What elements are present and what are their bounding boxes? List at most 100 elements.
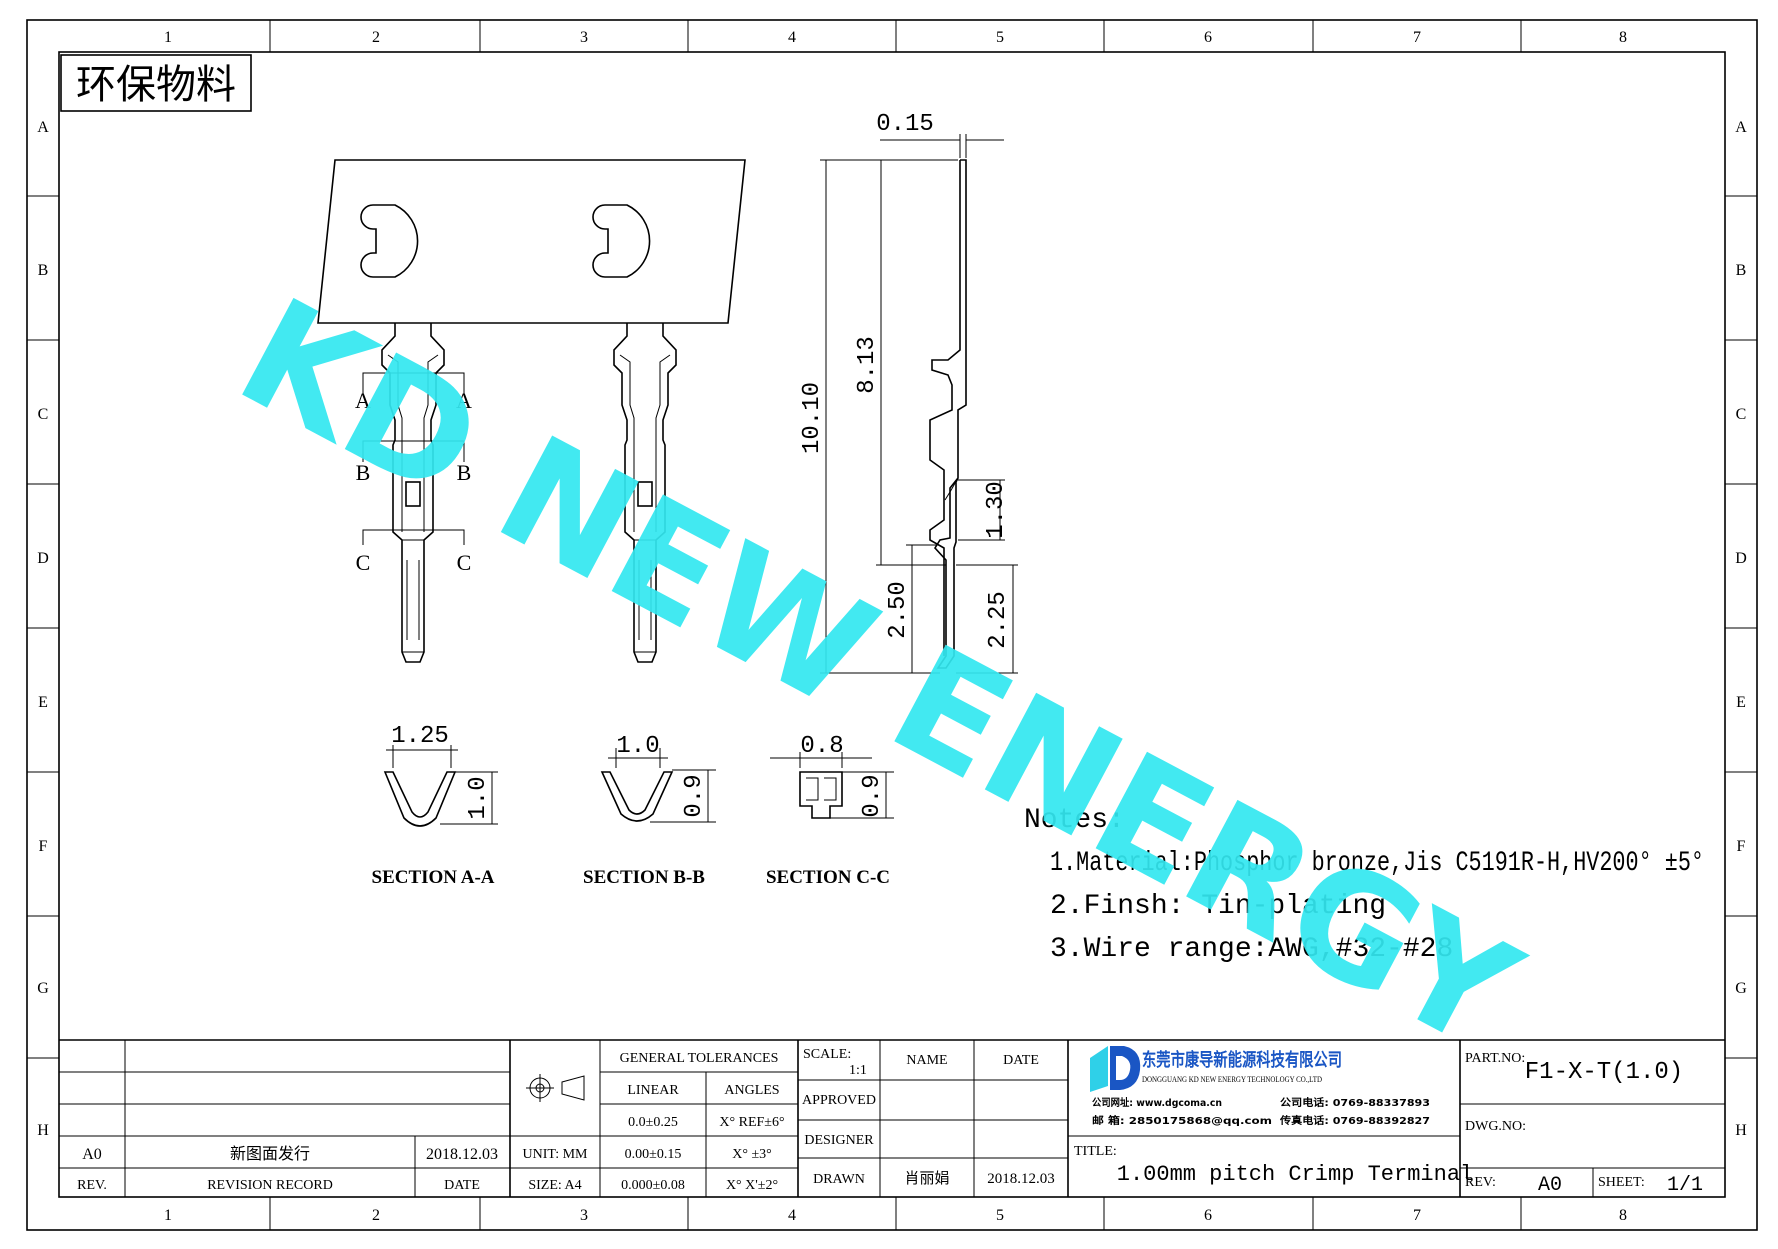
cut-label-c-left: C xyxy=(356,550,371,575)
dwg-no-label: DWG.NO: xyxy=(1465,1119,1526,1134)
note-2: 2.Finsh: Tin-plating xyxy=(1050,891,1386,922)
column-dividers xyxy=(269,20,1522,1230)
cut-label-a-right: A xyxy=(456,388,472,413)
dim-tail2: 2.25 xyxy=(985,591,1012,649)
column-labels: 1 2 3 4 5 6 7 8 1 2 3 4 5 6 7 8 xyxy=(164,29,1627,1224)
section-b-label: SECTION B-B xyxy=(583,867,705,888)
carrier-strip xyxy=(317,159,746,324)
pilot-hole-1 xyxy=(360,204,419,278)
col-label-2-bottom: 2 xyxy=(372,1207,380,1224)
dim-tail: 2.50 xyxy=(885,581,912,639)
scale-value: 1:1 xyxy=(849,1063,867,1078)
scale-label: SCALE: xyxy=(803,1047,851,1062)
outer-border xyxy=(26,19,1758,1231)
notes: Notes: 1.Material:Phosphor bronze,Jis C5… xyxy=(1024,805,1704,965)
row-dividers xyxy=(27,195,1757,1059)
col-label-3: 3 xyxy=(580,29,588,46)
sec-a-height: 1.0 xyxy=(465,776,492,819)
row-label-d: D xyxy=(37,550,49,567)
contact-web: 公司网址: www.dgcoma.cn xyxy=(1092,1096,1222,1109)
approved-label: APPROVED xyxy=(802,1093,876,1108)
drawn-label: DRAWN xyxy=(813,1172,865,1187)
col-label-7: 7 xyxy=(1413,29,1421,46)
row-label-h: H xyxy=(37,1122,49,1139)
row-label-b-right: B xyxy=(1736,262,1747,279)
name-header: NAME xyxy=(906,1053,947,1068)
col-label-8-bottom: 8 xyxy=(1619,1207,1627,1224)
col-label-7-bottom: 7 xyxy=(1413,1207,1421,1224)
dim-thickness: 0.15 xyxy=(876,111,934,138)
rev-record-value: 新图面发行 xyxy=(230,1144,310,1163)
date-header: DATE xyxy=(1003,1053,1039,1068)
side-view: 0.15 10.10 8.13 2.50 1.30 2.25 xyxy=(799,111,1018,674)
front-view: A A B B C C xyxy=(317,159,746,663)
rev-record-header: REVISION RECORD xyxy=(207,1178,333,1193)
part-no-value: F1-X-T(1.0) xyxy=(1525,1059,1683,1086)
col-label-8: 8 xyxy=(1619,29,1627,46)
cut-label-b-left: B xyxy=(356,460,371,485)
sec-c-width: 0.8 xyxy=(800,733,843,760)
section-b-b: 1.0 0.9 SECTION B-B xyxy=(583,733,716,888)
note-1: 1.Material:Phosphor bronze,Jis C5191R-H,… xyxy=(1050,848,1704,879)
drawn-name: 肖丽娟 xyxy=(904,1169,949,1187)
row-label-b: B xyxy=(38,262,49,279)
angle-value-2: X° ±3° xyxy=(732,1147,772,1162)
dim-upper: 8.13 xyxy=(854,336,881,394)
row-labels: A B C D E F G H A B C D E F G H xyxy=(37,119,1747,1139)
section-a-a: 1.25 1.0 SECTION A-A xyxy=(372,723,498,888)
row-label-c: C xyxy=(38,406,49,423)
row-label-e-right: E xyxy=(1736,694,1746,711)
cut-a: A A xyxy=(355,372,472,413)
col-label-5-bottom: 5 xyxy=(996,1207,1004,1224)
cut-label-b-right: B xyxy=(457,460,472,485)
contact-phone: 公司电话: 0769-88337893 xyxy=(1280,1096,1430,1109)
col-label-3-bottom: 3 xyxy=(580,1207,588,1224)
angle-value-1: X° REF±6° xyxy=(719,1115,784,1130)
company-logo-icon xyxy=(1090,1046,1141,1092)
angle-value-3: X° X'±2° xyxy=(726,1178,778,1193)
row-label-f: F xyxy=(39,838,48,855)
contact-fax: 传真电话: 0769-88392827 xyxy=(1279,1114,1430,1127)
rev-label: REV: xyxy=(1465,1175,1496,1190)
contact-email: 邮 箱: 2850175868@qq.com xyxy=(1092,1114,1272,1127)
row-label-e: E xyxy=(38,694,48,711)
note-3: 3.Wire range:AWG,#32-#28 xyxy=(1050,934,1453,965)
sec-b-height: 0.9 xyxy=(681,774,708,817)
col-label-2: 2 xyxy=(372,29,380,46)
cut-label-c-right: C xyxy=(457,550,472,575)
pilot-hole-2 xyxy=(592,204,651,278)
sec-a-width: 1.25 xyxy=(391,723,449,750)
section-a-label: SECTION A-A xyxy=(372,867,495,888)
angles-header: ANGLES xyxy=(724,1083,779,1098)
row-label-g-right: G xyxy=(1735,980,1747,997)
rev-value: A0 xyxy=(82,1146,102,1163)
size-label: SIZE: A4 xyxy=(528,1178,581,1193)
cut-b: B B xyxy=(356,440,472,485)
rev-date-header: DATE xyxy=(444,1178,480,1193)
title-block: A0 新图面发行 2018.12.03 REV. REVISION RECORD… xyxy=(59,1039,1725,1197)
title-value: 1.00mm pitch Crimp Terminal xyxy=(1117,1162,1473,1187)
rev-date-value: 2018.12.03 xyxy=(426,1146,498,1163)
linear-header: LINEAR xyxy=(627,1083,679,1098)
terminal-2 xyxy=(613,323,677,663)
sec-b-width: 1.0 xyxy=(616,733,659,760)
linear-value-2: 0.00±0.15 xyxy=(625,1147,682,1162)
col-label-6: 6 xyxy=(1204,29,1212,46)
col-label-4: 4 xyxy=(788,29,796,46)
col-label-6-bottom: 6 xyxy=(1204,1207,1212,1224)
cut-label-a-left: A xyxy=(355,388,371,413)
row-label-f-right: F xyxy=(1737,838,1746,855)
row-label-a: A xyxy=(37,119,49,136)
sheet-label: SHEET: xyxy=(1598,1175,1645,1190)
row-label-a-right: A xyxy=(1735,119,1747,136)
terminal-1 xyxy=(381,323,445,663)
general-tolerances: GENERAL TOLERANCES xyxy=(620,1051,779,1066)
dim-lock: 1.30 xyxy=(983,481,1010,539)
part-no-label: PART.NO: xyxy=(1465,1051,1525,1066)
title-label: TITLE: xyxy=(1074,1144,1117,1159)
unit-label: UNIT: MM xyxy=(522,1147,588,1162)
rev-header: REV. xyxy=(77,1178,107,1193)
inner-border xyxy=(58,51,1726,1198)
row-label-c-right: C xyxy=(1736,406,1747,423)
